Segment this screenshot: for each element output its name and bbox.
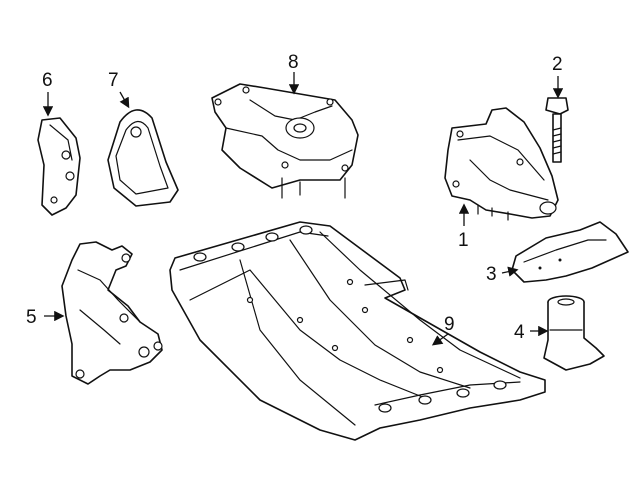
callout-arrow-9: [431, 333, 449, 346]
part-6-bracket[interactable]: [37, 117, 81, 216]
callout-label-2: 2: [552, 54, 563, 75]
callout-label-7: 7: [108, 70, 119, 91]
part-3-heat-shield[interactable]: [511, 221, 629, 283]
part-4-mount[interactable]: [543, 295, 605, 371]
callout-arrow-7: [119, 91, 130, 109]
callout-labels: 1 2 3 4 5 6 7 8 9: [26, 52, 563, 343]
callout-arrow-3: [501, 266, 519, 277]
callout-label-6: 6: [42, 70, 53, 91]
callout-arrows: [42, 72, 564, 346]
callout-label-1: 1: [458, 230, 469, 251]
callout-label-9: 9: [444, 314, 455, 335]
part-1-engine-mount[interactable]: [444, 107, 559, 221]
part-8-bracket[interactable]: [211, 83, 359, 199]
callout-label-8: 8: [288, 52, 299, 73]
part-7-insulator[interactable]: [107, 109, 179, 207]
part-2-bolt[interactable]: [545, 97, 569, 163]
callout-label-4: 4: [514, 322, 525, 343]
part-5-bracket[interactable]: [61, 241, 163, 385]
callout-label-5: 5: [26, 307, 37, 328]
callout-label-3: 3: [486, 264, 497, 285]
part-9-crossmember[interactable]: [169, 221, 546, 441]
